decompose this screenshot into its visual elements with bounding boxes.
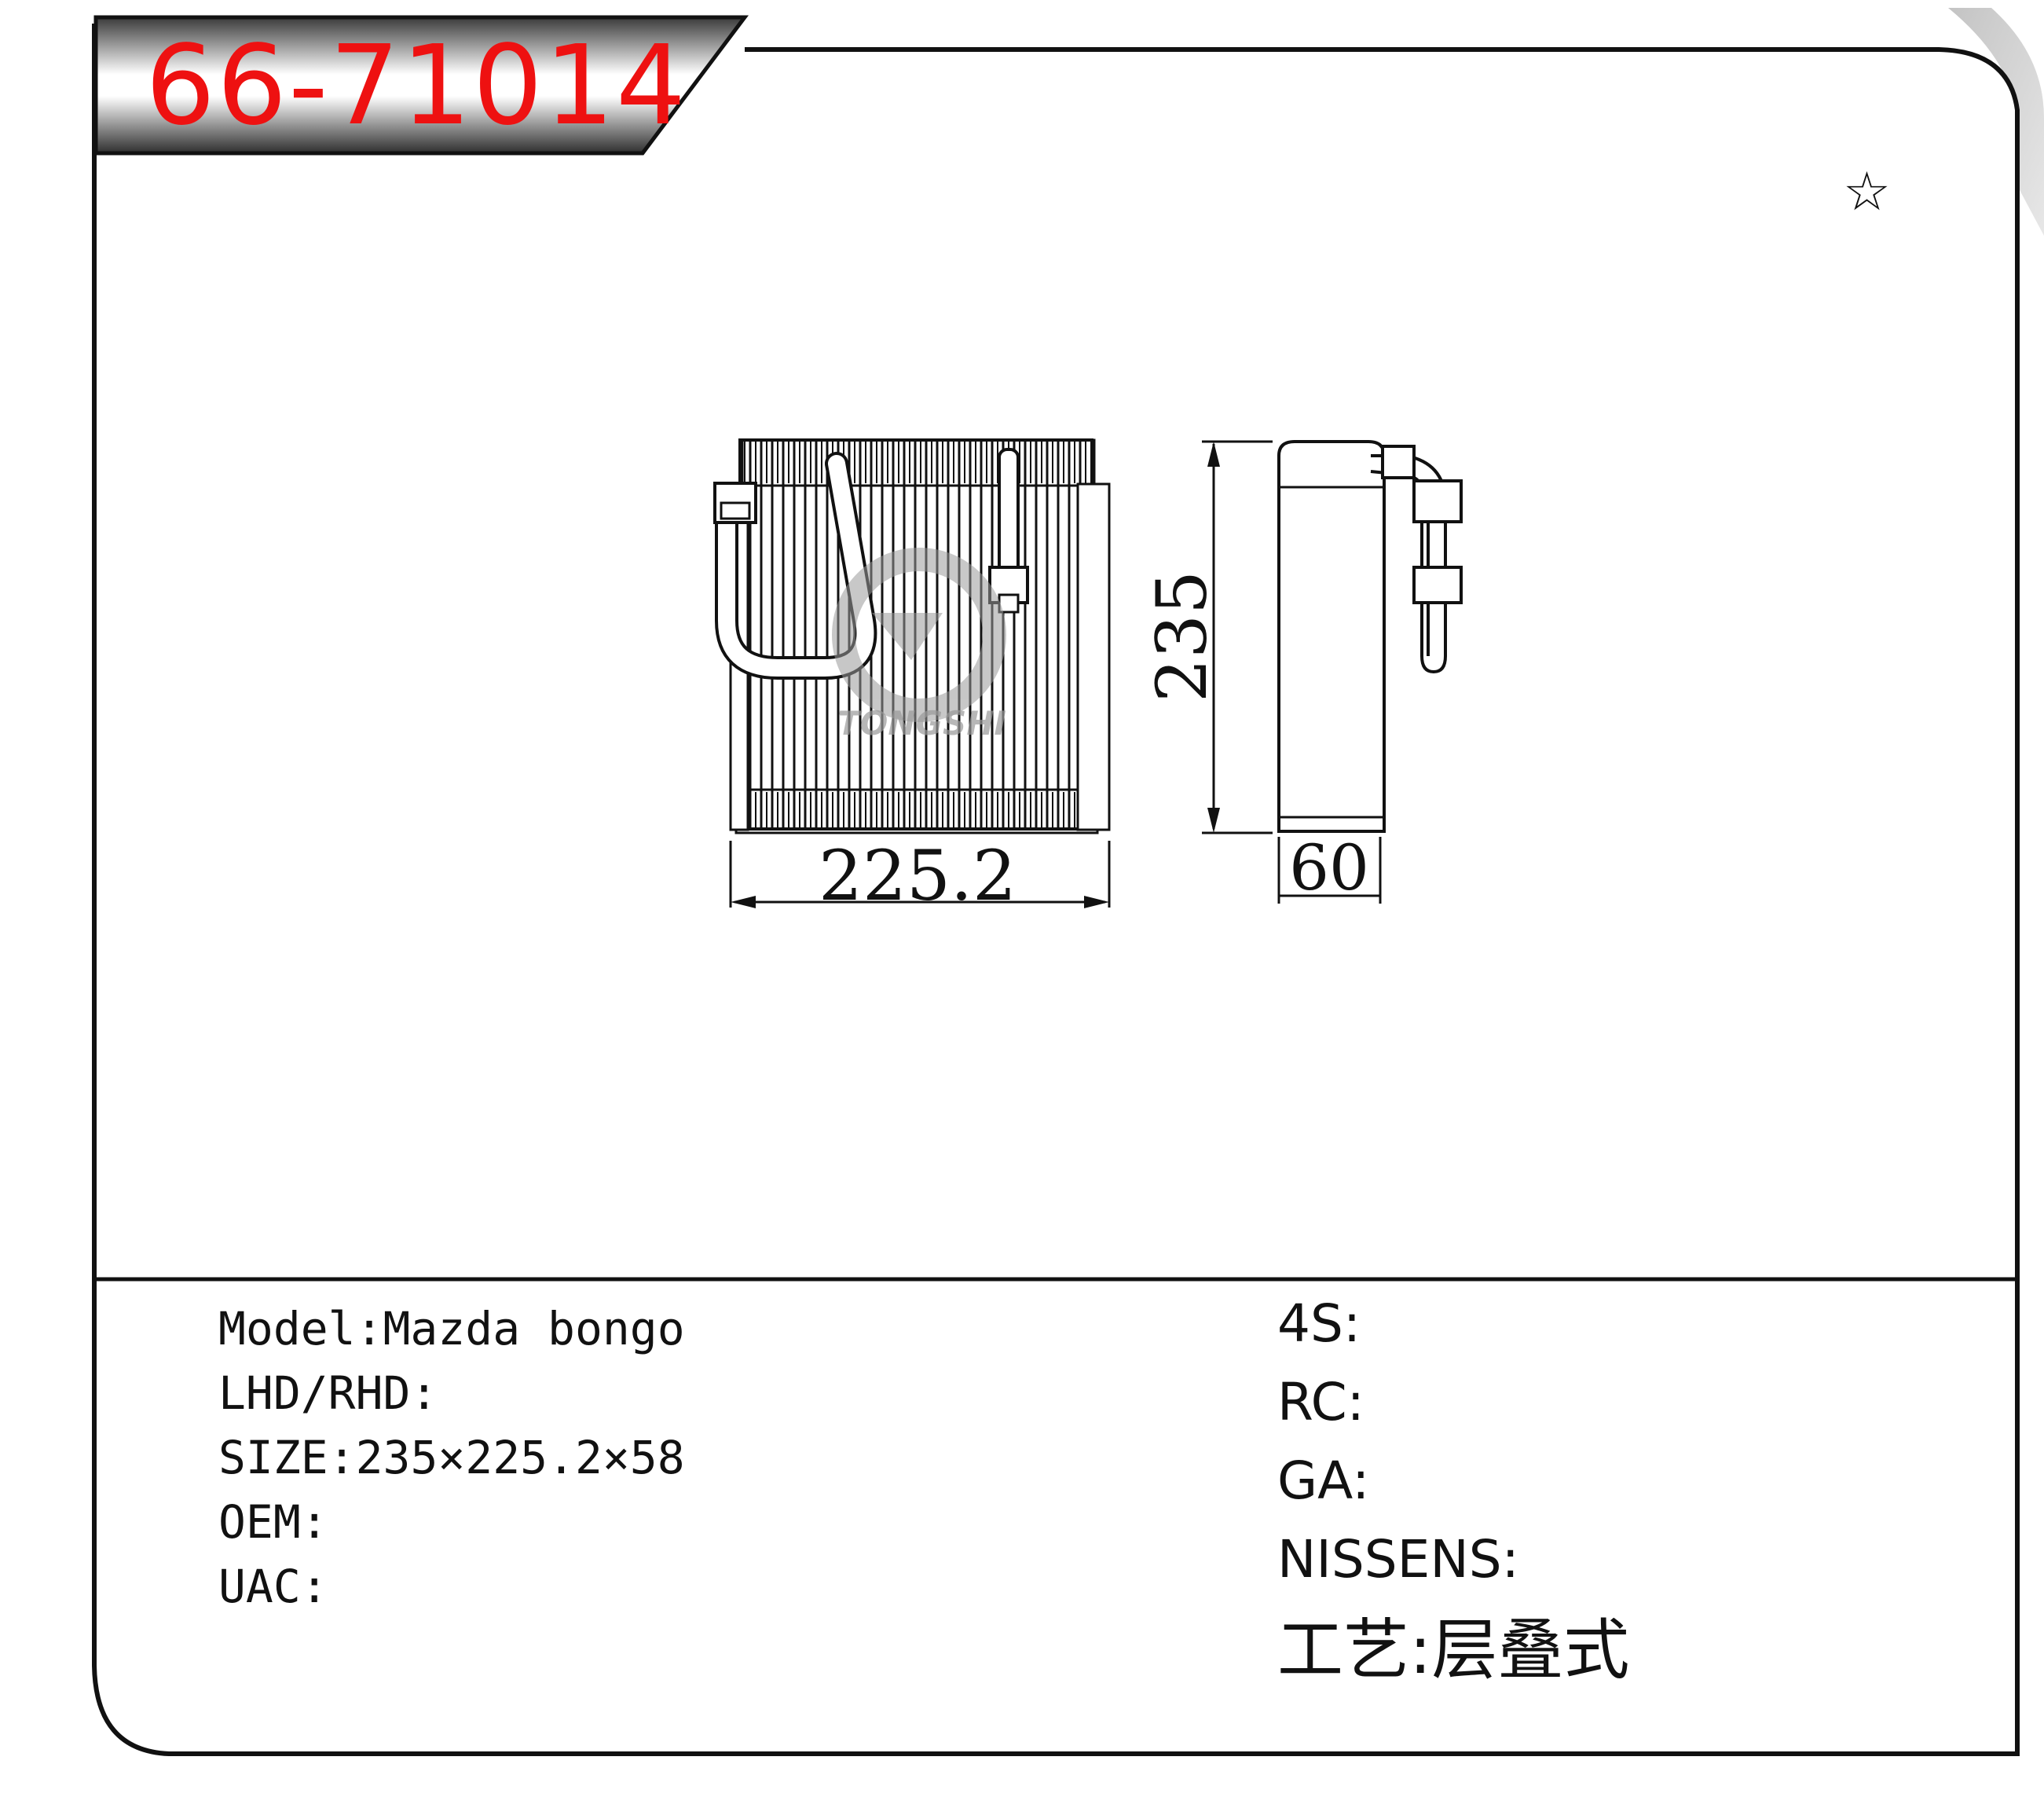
- spec-uac-label: UAC:: [218, 1560, 328, 1613]
- frame-border: [92, 24, 2020, 1756]
- spec-craft-label: 工艺:: [1277, 1612, 1432, 1689]
- spec-rc: RC:: [1277, 1371, 1364, 1434]
- spec-4s: 4S:: [1277, 1293, 1361, 1355]
- spec-uac: UAC:: [218, 1559, 328, 1614]
- height-dimension: [1202, 440, 1273, 834]
- spec-craft-value: 层叠式: [1431, 1612, 1630, 1689]
- depth-dimension: [1277, 837, 1382, 904]
- spec-size: SIZE:235×225.2×58: [218, 1430, 685, 1485]
- watermark-logo: [832, 548, 1006, 722]
- spec-lhd-rhd: LHD/RHD:: [218, 1366, 438, 1421]
- spec-lhd-rhd-label: LHD/RHD:: [218, 1366, 438, 1420]
- evaporator-side-view: [1277, 440, 1463, 833]
- spec-oem: OEM:: [218, 1494, 328, 1549]
- evaporator-front-view: [713, 438, 1111, 834]
- width-label: 225.2: [819, 835, 1017, 916]
- spec-rc-label: RC:: [1277, 1372, 1364, 1432]
- spec-ga-label: GA:: [1277, 1450, 1370, 1511]
- frame-shadow: [1948, 8, 2044, 236]
- spec-4s-label: 4S:: [1277, 1293, 1361, 1354]
- header-tab: [93, 15, 749, 156]
- spec-model: Model:Mazda bongo: [218, 1301, 685, 1356]
- depth-label: 60: [1289, 831, 1369, 904]
- watermark-text: TONGSHI: [837, 704, 1006, 743]
- spec-craft: 工艺:层叠式: [1277, 1612, 1629, 1688]
- width-dimension: [729, 841, 1111, 908]
- spec-nissens-label: NISSENS:: [1277, 1529, 1519, 1590]
- spec-model-value: Mazda bongo: [383, 1302, 685, 1355]
- part-number-title: 66-71014: [145, 22, 688, 150]
- spec-oem-label: OEM:: [218, 1495, 328, 1549]
- height-label: 235: [1141, 570, 1222, 702]
- star-icon: ☆: [1843, 161, 1891, 223]
- spec-size-label: SIZE:: [218, 1431, 356, 1484]
- spec-model-label: Model:: [218, 1302, 383, 1355]
- spec-ga: GA:: [1277, 1450, 1369, 1513]
- spec-size-value: 235×225.2×58: [355, 1431, 685, 1484]
- spec-nissens: NISSENS:: [1277, 1528, 1519, 1591]
